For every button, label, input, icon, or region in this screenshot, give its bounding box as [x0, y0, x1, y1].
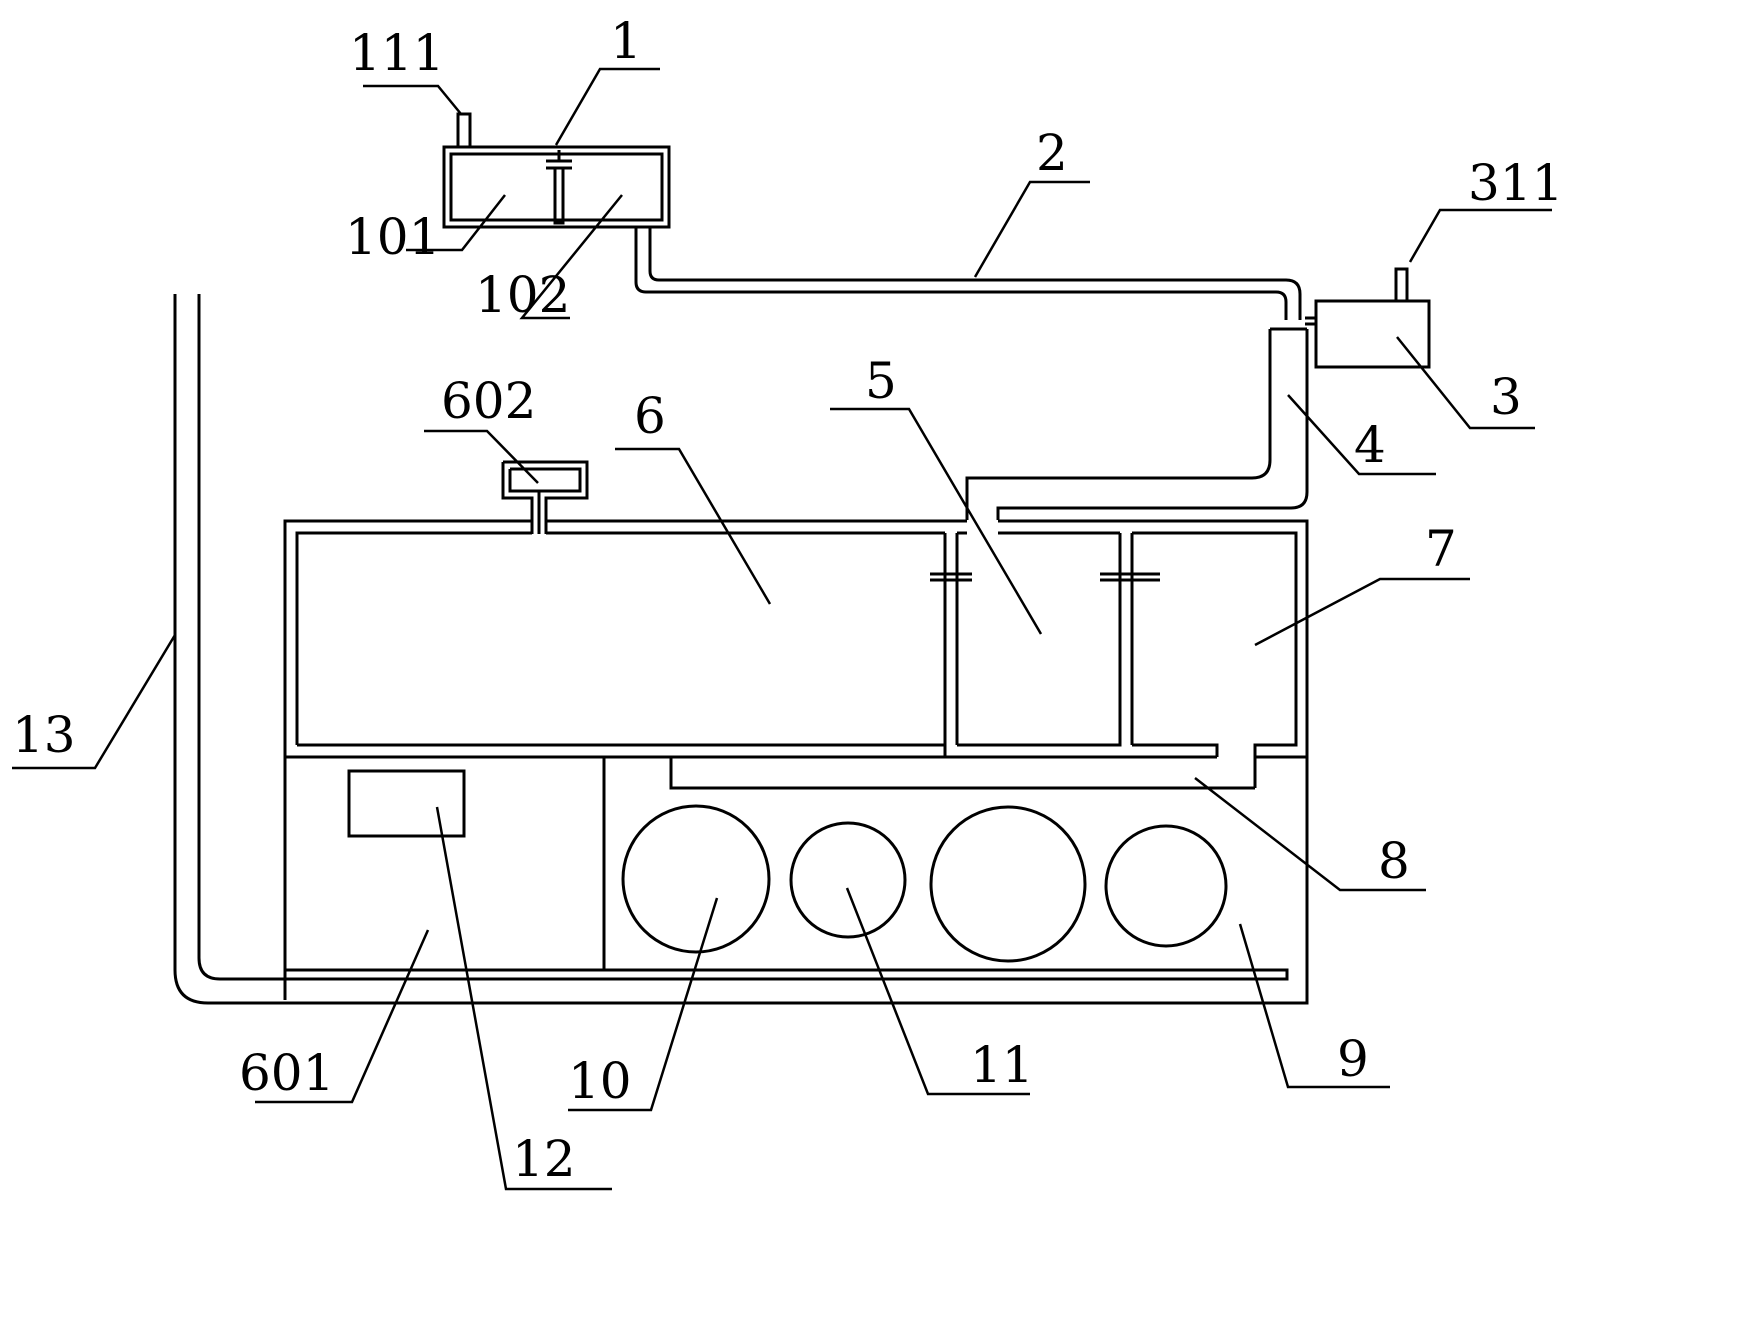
label-7: 7 [1425, 520, 1457, 578]
component-12-box [347, 769, 466, 838]
component-2-pipe [634, 227, 1302, 320]
label-111: 111 [349, 24, 444, 82]
label-6: 6 [634, 387, 666, 445]
label-311: 311 [1468, 154, 1563, 212]
lower-section [225, 757, 1289, 981]
divider-5-7 [1100, 533, 1160, 745]
main-upper-housing [283, 519, 1309, 1000]
component-8-channel [285, 755, 1307, 790]
component-13-pipe [173, 294, 1309, 1005]
label-2: 2 [1036, 124, 1068, 182]
tank-divider-wall [553, 166, 565, 225]
component-311-stub [1394, 267, 1409, 303]
label-10: 10 [568, 1052, 632, 1110]
component-1-top-tank [442, 145, 671, 229]
component-3-box [1305, 299, 1431, 369]
chamber-7 [1132, 531, 1298, 788]
cylinder-fourth [1104, 824, 1228, 948]
label-9: 9 [1337, 1030, 1369, 1088]
cylinder-third [929, 805, 1087, 963]
label-3: 3 [1490, 368, 1522, 426]
cylinder-11 [789, 821, 907, 939]
label-5: 5 [865, 352, 897, 410]
label-8: 8 [1378, 832, 1410, 890]
label-102: 102 [475, 266, 570, 324]
label-12: 12 [512, 1130, 576, 1188]
cylinders [621, 804, 1228, 963]
label-4: 4 [1354, 416, 1386, 474]
chamber-5 [957, 531, 1122, 747]
cylinder-10 [621, 804, 771, 954]
label-602: 602 [441, 372, 536, 430]
component-602-vent [501, 460, 589, 534]
labels: 111 1 2 311 101 102 3 4 602 6 5 7 13 8 6… [12, 12, 1563, 1188]
label-101: 101 [345, 208, 440, 266]
label-601: 601 [239, 1044, 334, 1102]
component-4-duct [965, 327, 1309, 520]
patent-schematic-diagram: 111 1 2 311 101 102 3 4 602 6 5 7 13 8 6… [12, 12, 1563, 1191]
label-13: 13 [12, 706, 76, 764]
component-111-vent-stub [456, 112, 472, 149]
divider-6-5 [930, 531, 972, 757]
label-11: 11 [970, 1036, 1034, 1094]
leader-lines [12, 67, 1552, 1191]
label-1: 1 [610, 12, 642, 70]
